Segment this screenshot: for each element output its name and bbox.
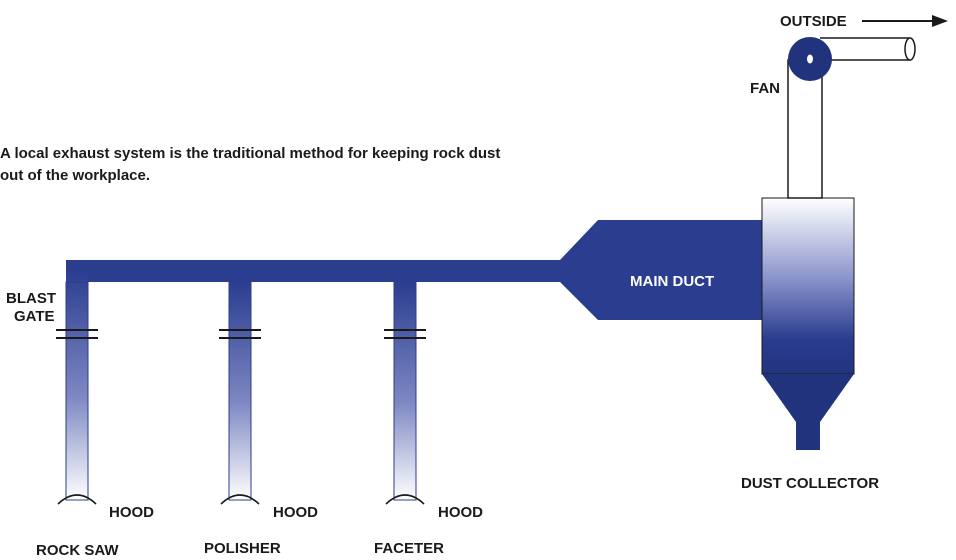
drop-duct-rock-saw: [65, 270, 89, 501]
dust-collector: [761, 197, 855, 450]
station-label-polisher: POLISHER: [204, 540, 281, 557]
hood-label-faceter: HOOD: [438, 504, 483, 521]
fan-outlet-pipe: [820, 37, 916, 61]
station-label-rock-saw: ROCK SAW: [36, 542, 119, 559]
fan-stack: [787, 59, 823, 199]
caption-line-2: out of the workplace.: [0, 167, 150, 184]
fan-label: FAN: [750, 80, 780, 97]
blast-gate-marks: [56, 329, 426, 339]
main-duct-label: MAIN DUCT: [630, 273, 714, 290]
outside-arrow: [862, 15, 948, 27]
hood-label-rock-saw: HOOD: [109, 504, 154, 521]
hood-icons: [57, 494, 425, 505]
blast-gate-label-line-1: BLAST: [6, 290, 56, 307]
fan-icon: [788, 37, 832, 81]
caption-line-1: A local exhaust system is the traditiona…: [0, 145, 500, 162]
outside-label: OUTSIDE: [780, 13, 847, 30]
drop-duct-faceter: [393, 281, 417, 501]
branch-duct: [66, 260, 566, 282]
drop-duct-polisher: [228, 281, 252, 501]
dust-collector-label: DUST COLLECTOR: [741, 475, 879, 492]
hood-label-polisher: HOOD: [273, 504, 318, 521]
main-duct: [560, 220, 762, 320]
blast-gate-label-line-2: GATE: [14, 308, 55, 325]
station-label-faceter: FACETER: [374, 540, 444, 557]
